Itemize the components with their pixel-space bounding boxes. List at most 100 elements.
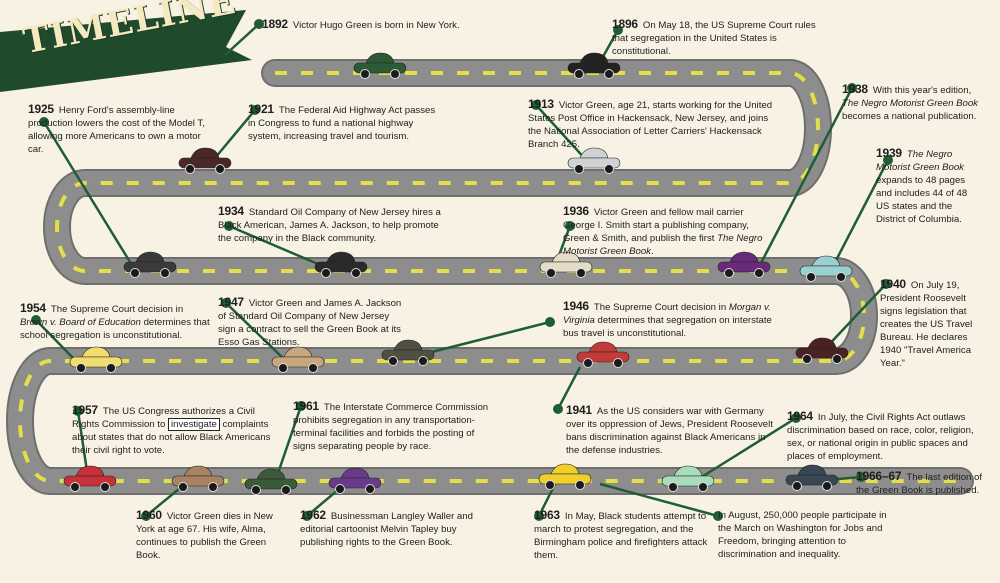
pin-marker <box>224 221 234 231</box>
car-wheel <box>604 164 614 174</box>
event-text: Victor Green and fellow mail carrier Geo… <box>563 207 749 244</box>
pin-leader-line <box>599 482 719 518</box>
event-year: 1940 <box>880 277 906 291</box>
car-cabin <box>807 337 837 349</box>
car-cabin <box>283 346 313 358</box>
car-wheel <box>545 480 555 490</box>
car-cabin <box>550 463 580 475</box>
pin-marker <box>296 401 306 411</box>
pin-marker <box>847 83 857 93</box>
car-wheel <box>251 485 261 495</box>
book-title: The Negro Motorist Green Book <box>842 98 978 109</box>
event-text: Henry Ford's assembly-line production lo… <box>28 105 205 155</box>
car-wheel <box>70 482 80 492</box>
car-wheel <box>418 356 428 366</box>
vintage-car-icon <box>271 346 325 373</box>
vintage-car-icon <box>381 339 435 366</box>
car-wheel <box>724 268 734 278</box>
car-cabin <box>256 468 286 480</box>
event-text: Standard Oil Company of New Jersey hires… <box>218 207 441 244</box>
car-cabin <box>81 346 111 358</box>
car-wheel <box>308 363 318 373</box>
event-year: 1913 <box>528 97 554 111</box>
car-cabin <box>135 251 165 263</box>
event-text: On May 18, the US Supreme Court rules th… <box>612 20 816 57</box>
car-cabin <box>183 465 213 477</box>
book-title: The Negro Motorist Green Book <box>876 149 964 173</box>
event-text: The US Congress authorizes a Civil Right… <box>72 406 255 430</box>
car-wheel <box>365 484 375 494</box>
car-wheel <box>583 358 593 368</box>
pin-marker <box>221 298 231 308</box>
event-text: The Supreme Court decision in <box>50 304 184 315</box>
event-text: . <box>650 246 654 257</box>
car-wheel <box>802 354 812 364</box>
vintage-car-icon <box>178 147 232 174</box>
pin-marker <box>73 406 83 416</box>
car-wheel <box>575 480 585 490</box>
pin-marker <box>39 117 49 127</box>
car-wheel <box>390 69 400 79</box>
car-wheel <box>76 363 86 373</box>
event-text: The Federal Aid Highway Act passes in Co… <box>248 105 436 142</box>
event-year: 1946 <box>563 299 589 313</box>
car-cabin <box>811 255 841 267</box>
pin-marker <box>881 279 891 289</box>
car-wheel <box>278 363 288 373</box>
event-year: 1957 <box>72 403 98 417</box>
event-text: becomes a national publication. <box>842 111 977 122</box>
vintage-car-icon <box>244 468 298 495</box>
pin-marker <box>141 511 151 521</box>
event-year: 1954 <box>20 301 46 315</box>
car-wheel <box>792 481 802 491</box>
event-text: Businessman Langley Waller and editorial… <box>300 511 473 548</box>
event-text: expands to 48 pages and includes 44 of 4… <box>876 175 968 225</box>
car-cabin <box>551 251 581 263</box>
event-text: On July 19, President Roosevelt signs le… <box>880 280 973 369</box>
vintage-car-icon <box>799 255 853 282</box>
pin-marker <box>31 315 41 325</box>
event-text: In May, Black students attempt to march … <box>534 511 708 561</box>
event-1946: 1946 The Supreme Court decision in Morgan… <box>563 300 788 340</box>
event-text: With this year's edition, <box>872 85 972 96</box>
book-title: The Negro Motorist Green Book <box>563 233 763 257</box>
pin-leader-line <box>535 104 589 163</box>
pin-leader-line <box>556 366 582 410</box>
car-wheel <box>698 482 708 492</box>
car-wheel <box>576 268 586 278</box>
event-year: 1925 <box>28 102 54 116</box>
car-wheel <box>160 268 170 278</box>
vintage-car-icon <box>567 52 621 79</box>
event-text: In August, 250,000 people participate in… <box>718 510 887 560</box>
event-text: Victor Green dies in New York at age 67.… <box>136 511 273 561</box>
vintage-car-icon <box>661 465 715 492</box>
car-wheel <box>178 482 188 492</box>
car-wheel <box>574 164 584 174</box>
vintage-car-icon <box>63 465 117 492</box>
pin-marker <box>531 100 541 110</box>
pin-leader-line <box>145 483 186 517</box>
event-year: 1961 <box>293 399 319 413</box>
pin-leader-line <box>419 320 551 357</box>
case-name: Morgan v. Virginia <box>563 302 771 326</box>
pin-leader-line <box>214 109 256 159</box>
car-wheel <box>208 482 218 492</box>
pin-leader-line <box>228 224 326 269</box>
pin-marker <box>713 511 723 521</box>
car-wheel <box>215 164 225 174</box>
pin-marker <box>250 105 260 115</box>
event-text: The Supreme Court decision in <box>593 302 727 313</box>
event-year: 1947 <box>218 295 244 309</box>
